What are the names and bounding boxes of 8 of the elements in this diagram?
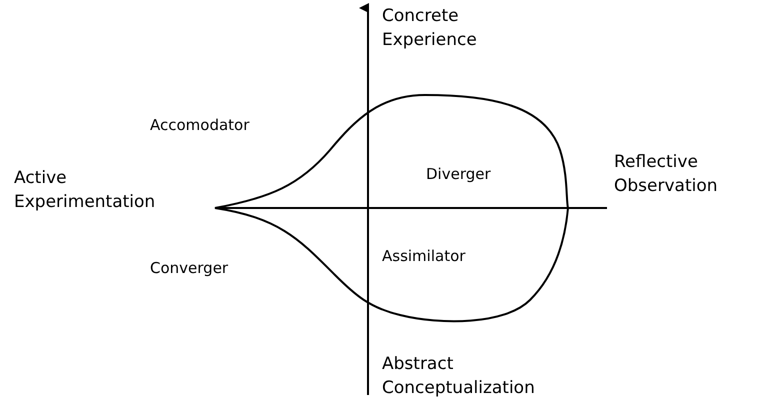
axis-label: Active Experimentation (14, 167, 156, 214)
axis-label: Reflective Observation (614, 151, 719, 198)
quadrant-label: Converger (150, 258, 230, 279)
axis-label: Abstract Conceptualization (382, 353, 536, 400)
axis-label: Concrete Experience (382, 5, 478, 52)
quadrant-label: Diverger (426, 164, 492, 185)
quadrant-label: Accomodator (150, 115, 250, 136)
quadrant-label: Assimilator (382, 246, 466, 267)
